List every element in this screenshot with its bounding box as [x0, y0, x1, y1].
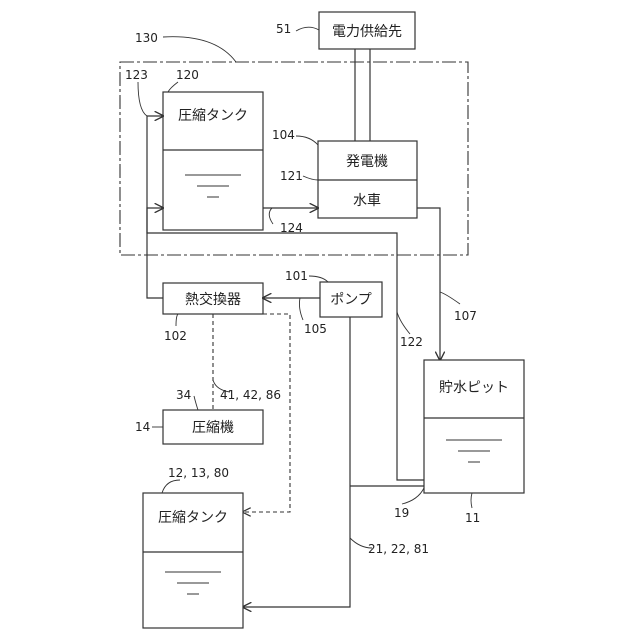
- compressor-label: 圧縮機: [192, 420, 234, 436]
- ref-104: 104: [272, 128, 295, 142]
- ref-120: 120: [176, 68, 199, 82]
- ref-19: 19: [394, 506, 409, 520]
- leader-130: [163, 37, 236, 62]
- ref-41-42-86: 41, 42, 86: [220, 388, 281, 402]
- generator-label: 発電機: [346, 154, 388, 170]
- ref-107: 107: [454, 309, 477, 323]
- ref-123: 123: [125, 68, 148, 82]
- ref-11: 11: [465, 511, 480, 525]
- ref-12-13-80: 12, 13, 80: [168, 466, 229, 480]
- ref-102: 102: [164, 329, 187, 343]
- leader-122: [397, 312, 410, 334]
- leader-121: [303, 176, 318, 180]
- pipe-123-heat-exchanger-to-tank: [147, 116, 163, 298]
- water-wheel-label: 水車: [353, 192, 381, 209]
- ref-122: 122: [400, 335, 423, 349]
- leader-105: [299, 298, 303, 320]
- ref-105: 105: [304, 322, 327, 336]
- ref-124: 124: [280, 221, 303, 235]
- leader-51: [296, 27, 319, 31]
- leader-12: [162, 480, 180, 493]
- leader-19: [402, 488, 424, 504]
- pipe-21-to-bottom-tank: [243, 486, 350, 607]
- pump-label: ポンプ: [330, 292, 372, 308]
- power-destination-label: 電力供給先: [332, 24, 402, 40]
- ref-51: 51: [276, 22, 291, 36]
- leader-123: [138, 82, 147, 116]
- ref-34: 34: [176, 388, 191, 402]
- leader-104: [296, 136, 318, 145]
- leader-11: [471, 493, 472, 508]
- leader-102: [176, 314, 178, 326]
- leader-120: [168, 82, 178, 92]
- heat-exchanger-label: 熱交換器: [185, 291, 241, 308]
- ref-130: 130: [135, 31, 158, 45]
- leader-124: [269, 208, 273, 224]
- leader-34: [194, 396, 198, 410]
- ref-14: 14: [135, 420, 150, 434]
- ref-101: 101: [285, 269, 308, 283]
- leader-107: [440, 292, 460, 304]
- ref-121: 121: [280, 169, 303, 183]
- leader-101: [309, 276, 328, 282]
- ref-21-22-81: 21, 22, 81: [368, 542, 429, 556]
- storage-pit-label: 貯水ピット: [439, 380, 509, 396]
- tank-bottom-label: 圧縮タンク: [158, 510, 228, 526]
- tank-120-label: 圧縮タンク: [178, 108, 248, 124]
